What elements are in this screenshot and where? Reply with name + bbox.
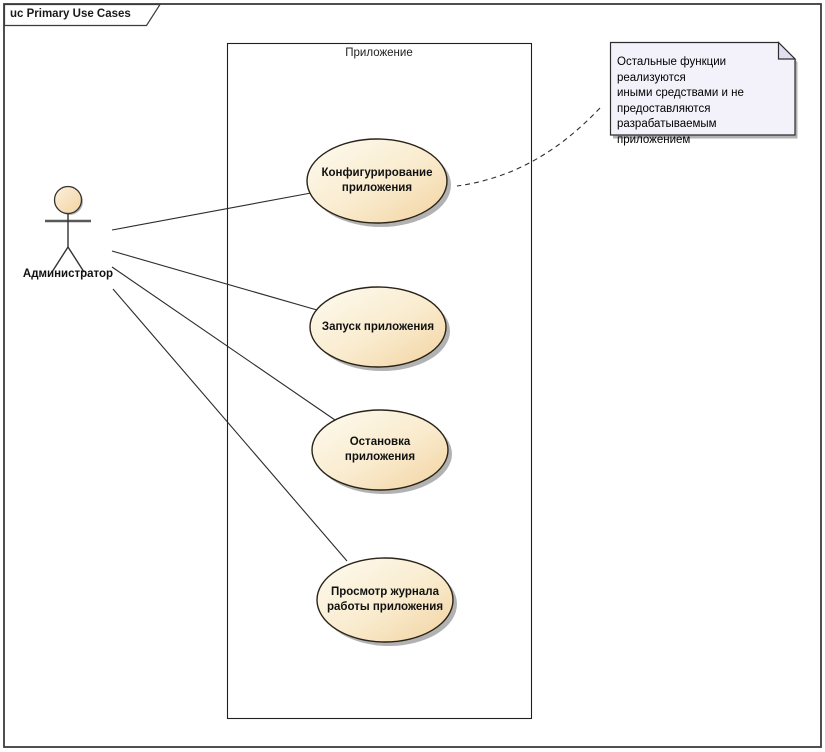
use-case-label: Конфигурирование приложения: [321, 167, 433, 194]
actor-figure: [45, 185, 91, 273]
association-actor-usecase-2[interactable]: [111, 250, 318, 311]
note-shape: [609, 41, 796, 136]
system-boundary-label[interactable]: Приложение: [345, 47, 413, 59]
use-case-2-shape: [309, 286, 447, 368]
frame-title-tab: [3, 3, 162, 27]
actor-administrator[interactable]: [40, 184, 96, 274]
use-case-stop-app[interactable]: Остановка приложения: [312, 410, 448, 490]
frame-border: [3, 3, 822, 748]
use-case-view-log[interactable]: Просмотр журнала работы приложения: [317, 558, 453, 642]
use-case-label: Просмотр журнала работы приложения: [326, 586, 444, 613]
use-case-3-shape: [311, 409, 449, 491]
use-case-launch-app[interactable]: Запуск приложения: [310, 287, 446, 367]
association-actor-usecase-4[interactable]: [112, 288, 348, 562]
use-case-4-shape: [316, 557, 454, 643]
association-actor-usecase-3[interactable]: [111, 266, 336, 421]
frame-title: uc Primary Use Cases: [10, 8, 131, 20]
actor-label: Администратор: [22, 268, 114, 280]
use-case-label: Запуск приложения: [321, 320, 435, 333]
actor-left-leg: [51, 246, 69, 273]
use-case-configure-app[interactable]: Конфигурирование приложения: [307, 139, 447, 223]
use-case-1-shape: [306, 138, 448, 224]
note-text[interactable]: Остальные функции реализуются иными сред…: [617, 56, 744, 146]
actor-right-leg: [67, 246, 85, 273]
note-fold-corner-icon: [777, 41, 797, 60]
association-actor-usecase-1[interactable]: [111, 192, 312, 231]
note-link-dashed[interactable]: [456, 107, 601, 187]
use-case-label: Остановка приложения: [344, 436, 416, 463]
